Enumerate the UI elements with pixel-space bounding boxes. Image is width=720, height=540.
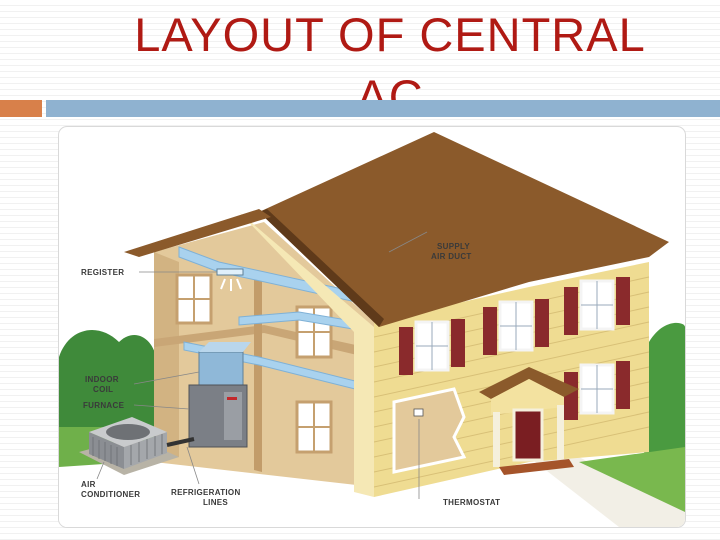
ac-unit-front [89, 432, 124, 469]
label-indoor-coil-2: COIL [93, 385, 113, 394]
lower-window-right [564, 361, 630, 420]
thermostat-device [413, 408, 424, 417]
label-air-conditioner-1: AIR [81, 480, 96, 489]
indoor-coil-top [199, 342, 251, 352]
slide-title-line-1: LAYOUT OF CENTRAL [134, 8, 646, 61]
label-thermostat: THERMOSTAT [443, 498, 500, 507]
porch-roof [479, 367, 579, 399]
leader-lines [96, 231, 428, 499]
porch-column-left [493, 412, 500, 467]
grass-right [579, 447, 685, 512]
diagram-frame: REGISTER SUPPLY AIR DUCT INDOOR COIL FUR… [58, 126, 686, 528]
upper-window-group-3 [564, 277, 630, 335]
porch-gable [491, 379, 564, 415]
refrigeration-lines [166, 437, 195, 447]
indoor-coil [198, 351, 244, 388]
front-door [512, 408, 544, 462]
slide-title-line-2: AC [356, 70, 424, 123]
label-air-conditioner-2: CONDITIONER [81, 490, 140, 499]
ac-grille [92, 434, 163, 466]
upper-window-group-2 [483, 299, 549, 355]
upper-window-group-1 [399, 319, 465, 375]
furnace-panel [224, 392, 242, 440]
airflow-arrows [220, 278, 242, 291]
porch-step [499, 459, 574, 475]
label-furnace: FURNACE [83, 401, 125, 410]
thermostat-room [392, 387, 467, 474]
roof-left-slope [124, 209, 271, 257]
roof-cutaway-edge [259, 209, 384, 327]
furnace-badge [227, 397, 237, 400]
label-indoor-coil-1: INDOOR [85, 375, 119, 384]
label-supply-air-duct-2: AIR DUCT [431, 252, 472, 261]
label-register: REGISTER [81, 268, 124, 277]
porch-column-right [557, 405, 564, 460]
ac-unit-side [124, 432, 167, 469]
central-ac-house-diagram: REGISTER SUPPLY AIR DUCT INDOOR COIL FUR… [59, 132, 685, 527]
roof-main [259, 132, 669, 327]
interior-side-wall [154, 252, 179, 462]
accent-bar-blue [46, 100, 720, 117]
accent-bar-orange [0, 100, 42, 117]
slide-title: LAYOUT OF CENTRAL AC [60, 4, 720, 128]
first-floor-slab [154, 325, 374, 359]
bush-right [644, 322, 685, 457]
label-supply-air-duct-1: SUPPLY [437, 242, 470, 251]
label-refrigeration-lines-2: LINES [203, 498, 228, 507]
gable-wall [239, 212, 374, 497]
label-refrigeration-lines-1: REFRIGERATION [171, 488, 241, 497]
register-vent [216, 268, 244, 276]
interior-column [254, 275, 262, 472]
walkway [529, 457, 685, 527]
ac-fan [106, 424, 150, 440]
